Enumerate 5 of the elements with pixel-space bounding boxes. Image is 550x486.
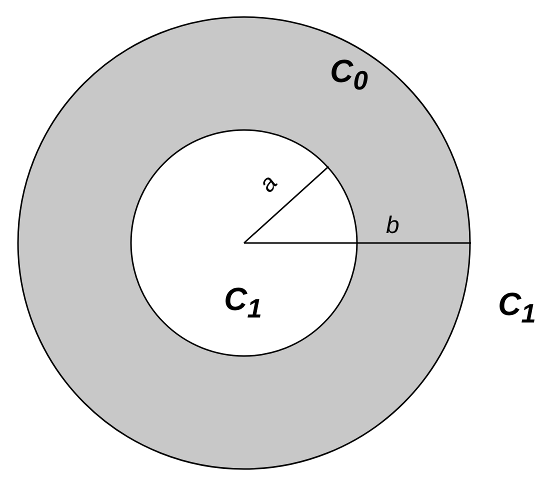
region-label: C$_{1}$: [498, 288, 536, 328]
region-label: C$_{0}$: [330, 55, 368, 94]
dimension-label: b: [386, 214, 400, 238]
region-label: C$_{1}$: [224, 283, 262, 322]
dimension-label: a: [255, 171, 282, 197]
